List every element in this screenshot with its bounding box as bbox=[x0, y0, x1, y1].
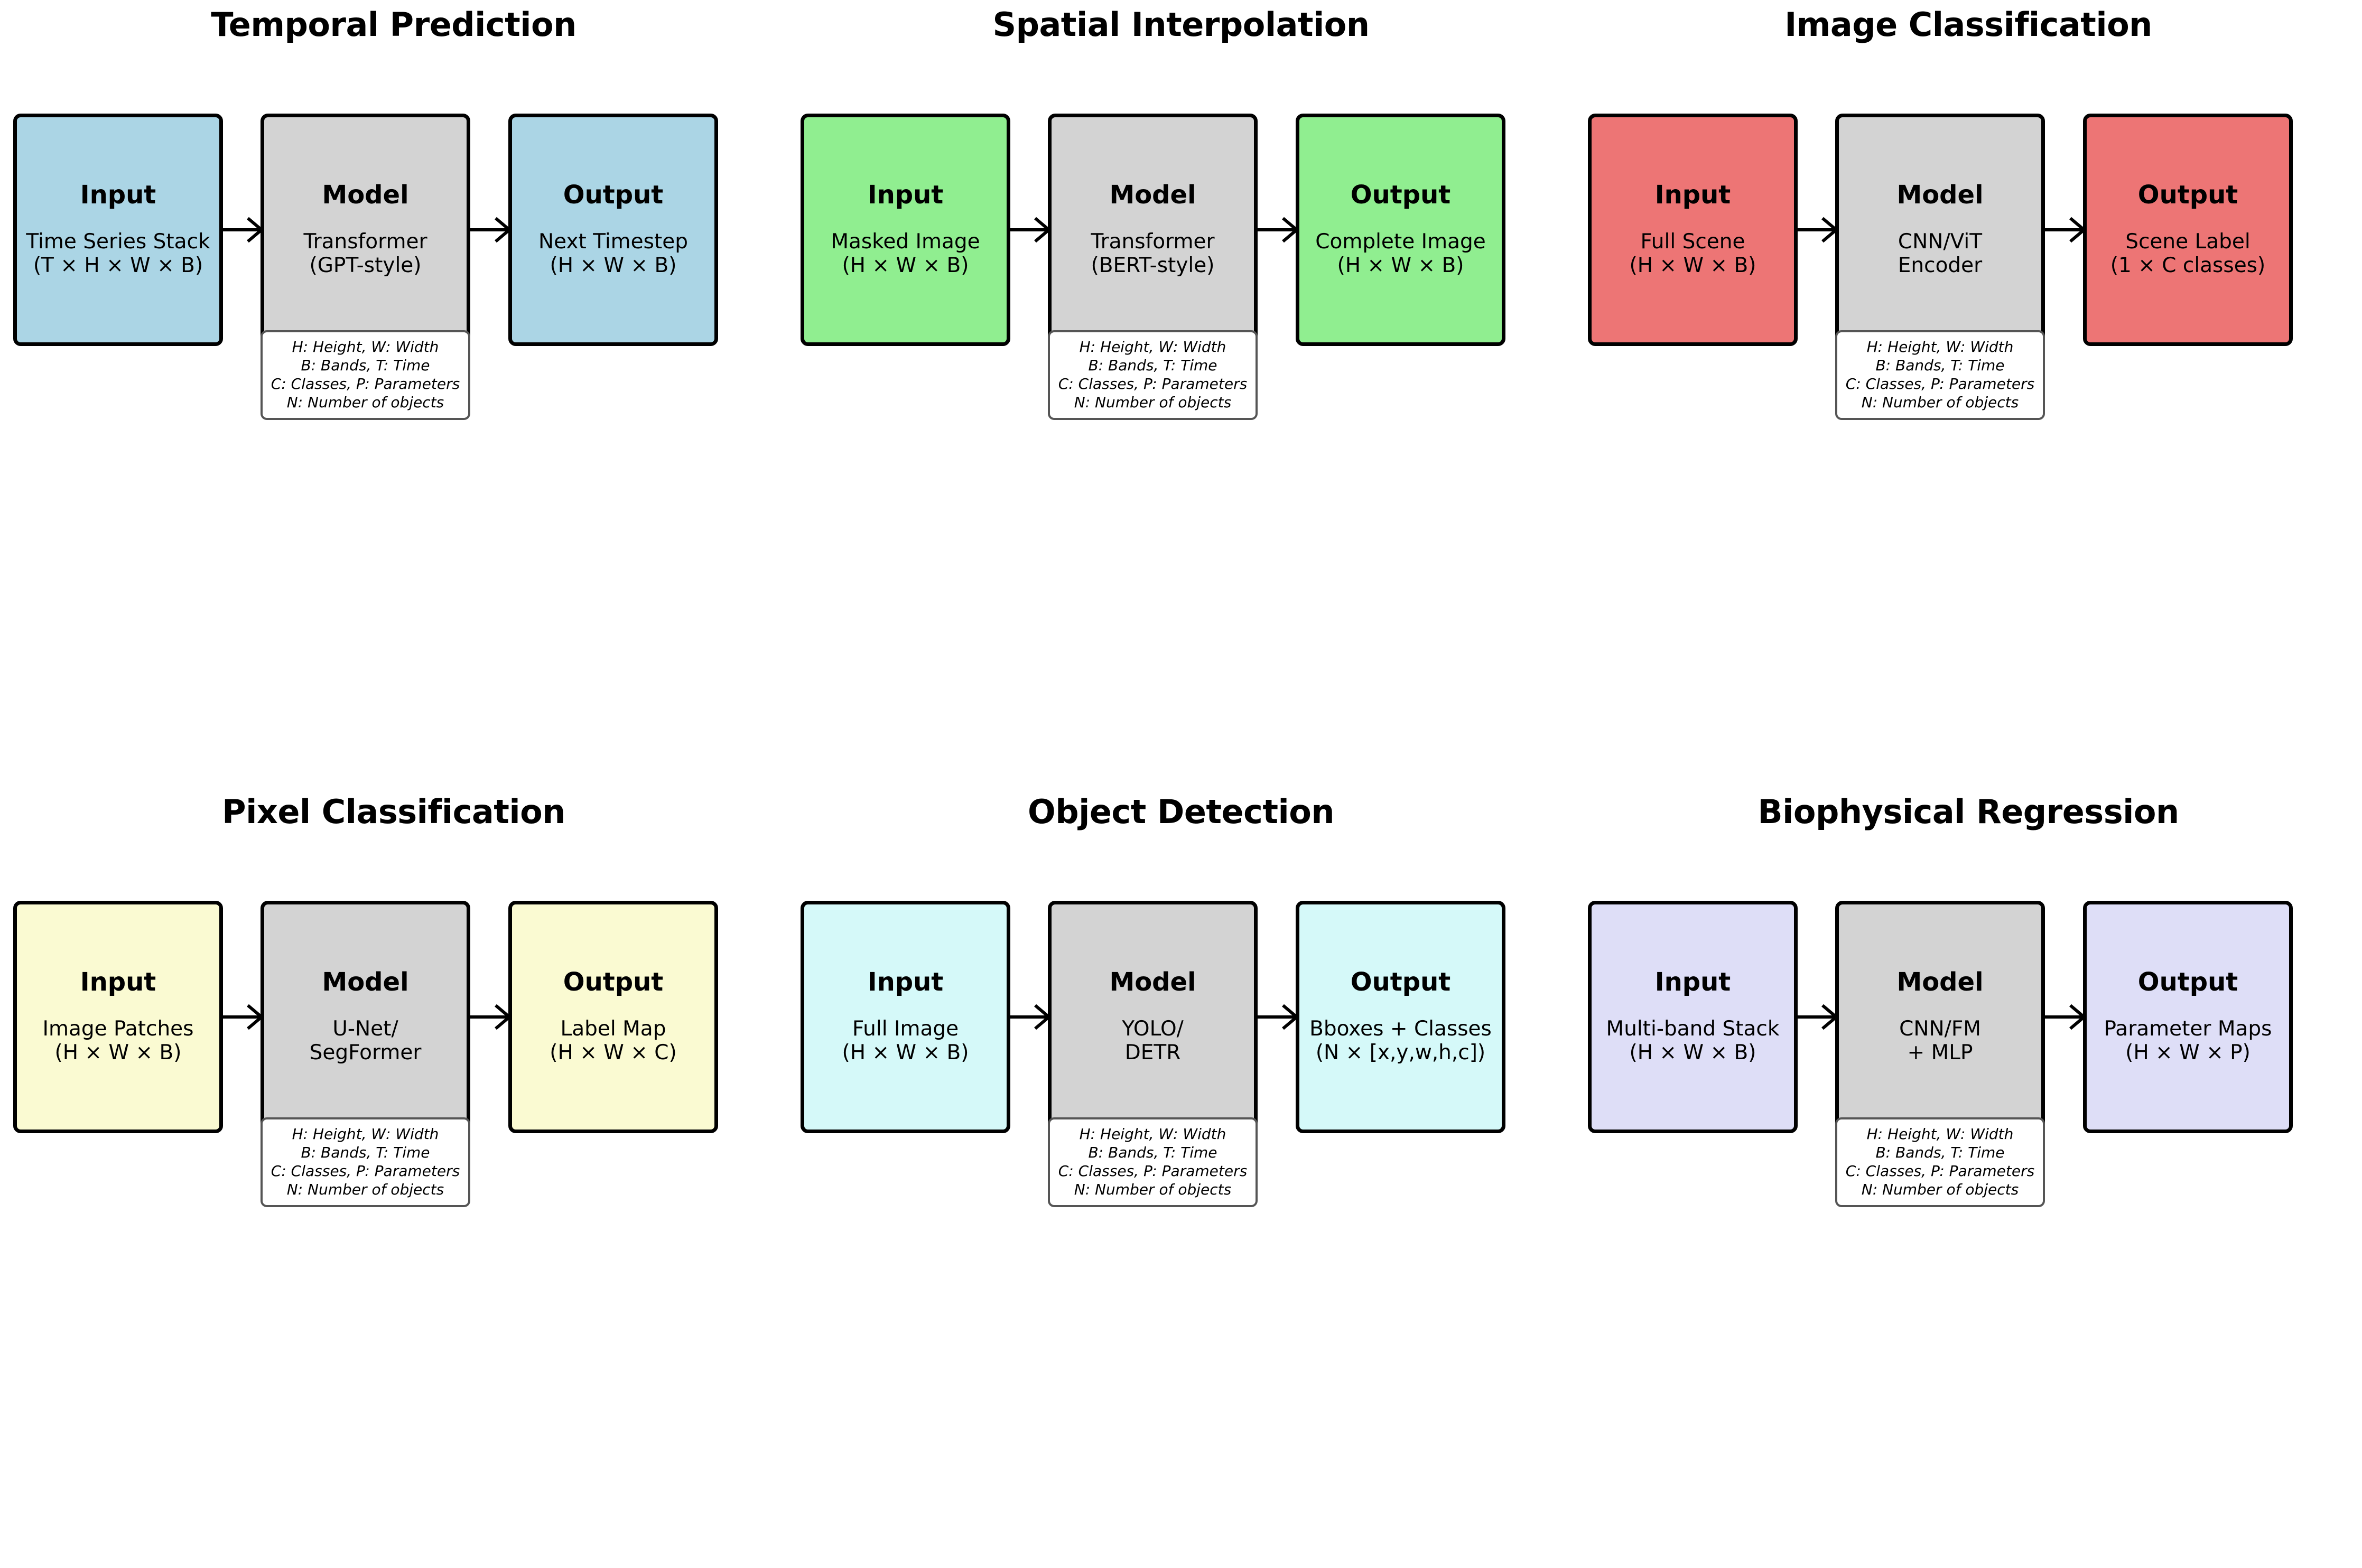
notation-legend: H: Height, W: Width B: Bands, T: Time C:… bbox=[1835, 330, 2045, 420]
pipeline-flow: Input Masked Image (H × W × B) Model Tra… bbox=[801, 114, 1535, 346]
model-node-subtitle: CNN/FM + MLP bbox=[1899, 1016, 1981, 1065]
output-node: Output Label Map (H × W × C) bbox=[508, 901, 718, 1133]
panel-title: Object Detection bbox=[1028, 792, 1334, 831]
arrow-model-to-output bbox=[1254, 1002, 1300, 1032]
arrow-model-to-output bbox=[2042, 215, 2087, 245]
panel-pixel-classification: Pixel Classification Input Image Patches… bbox=[0, 787, 787, 1568]
model-node-title: Model bbox=[1896, 180, 1984, 210]
arrow-input-to-model bbox=[219, 215, 265, 245]
panel-temporal-prediction: Temporal Prediction Input Time Series St… bbox=[0, 0, 787, 787]
arrow-model-to-output bbox=[1254, 215, 1300, 245]
input-node-title: Input bbox=[80, 967, 156, 997]
arrow-input-to-model bbox=[1794, 1002, 1839, 1032]
input-node: Input Masked Image (H × W × B) bbox=[801, 114, 1010, 346]
model-node-subtitle: CNN/ViT Encoder bbox=[1898, 229, 1983, 277]
pipeline-flow: Input Time Series Stack (T × H × W × B) … bbox=[13, 114, 748, 346]
output-node: Output Parameter Maps (H × W × P) bbox=[2083, 901, 2293, 1133]
panel-image-classification: Image Classification Input Full Scene (H… bbox=[1575, 0, 2362, 787]
panel-title: Spatial Interpolation bbox=[992, 5, 1370, 44]
arrow-model-to-output bbox=[467, 215, 513, 245]
output-node-title: Output bbox=[563, 967, 664, 997]
model-node-title: Model bbox=[322, 967, 409, 997]
notation-legend: H: Height, W: Width B: Bands, T: Time C:… bbox=[1835, 1117, 2045, 1207]
input-node-subtitle: Masked Image (H × W × B) bbox=[831, 229, 980, 277]
output-node-title: Output bbox=[1350, 180, 1451, 210]
panel-spatial-interpolation: Spatial Interpolation Input Masked Image… bbox=[787, 0, 1575, 787]
input-node: Input Full Scene (H × W × B) bbox=[1588, 114, 1798, 346]
input-node-title: Input bbox=[867, 967, 944, 997]
output-node-title: Output bbox=[2137, 180, 2238, 210]
model-node: Model Transformer (GPT-style) bbox=[261, 114, 470, 346]
panel-title: Temporal Prediction bbox=[211, 5, 576, 44]
model-node-subtitle: U-Net/ SegFormer bbox=[309, 1016, 422, 1065]
output-node-subtitle: Parameter Maps (H × W × P) bbox=[2104, 1016, 2272, 1065]
input-node: Input Image Patches (H × W × B) bbox=[13, 901, 223, 1133]
output-node-subtitle: Complete Image (H × W × B) bbox=[1315, 229, 1486, 277]
input-node-subtitle: Full Image (H × W × B) bbox=[842, 1016, 969, 1065]
model-node: Model CNN/FM + MLP bbox=[1835, 901, 2045, 1133]
panel-biophysical-regression: Biophysical Regression Input Multi-band … bbox=[1575, 787, 2362, 1568]
notation-legend: H: Height, W: Width B: Bands, T: Time C:… bbox=[1048, 1117, 1258, 1207]
model-node-title: Model bbox=[1896, 967, 1984, 997]
output-node-subtitle: Next Timestep (H × W × B) bbox=[538, 229, 689, 277]
panel-object-detection: Object Detection Input Full Image (H × W… bbox=[787, 787, 1575, 1568]
model-node: Model Transformer (BERT-style) bbox=[1048, 114, 1258, 346]
model-node: Model CNN/ViT Encoder bbox=[1835, 114, 2045, 346]
model-node-title: Model bbox=[1109, 180, 1196, 210]
input-node-subtitle: Multi-band Stack (H × W × B) bbox=[1606, 1016, 1780, 1065]
output-node: Output Bboxes + Classes (N × [x,y,w,h,c]… bbox=[1296, 901, 1505, 1133]
notation-legend: H: Height, W: Width B: Bands, T: Time C:… bbox=[1048, 330, 1258, 420]
pipeline-flow: Input Image Patches (H × W × B) Model U-… bbox=[13, 901, 748, 1133]
pipeline-flow: Input Full Scene (H × W × B) Model CNN/V… bbox=[1588, 114, 2322, 346]
output-node: Output Complete Image (H × W × B) bbox=[1296, 114, 1505, 346]
model-node-subtitle: YOLO/ DETR bbox=[1122, 1016, 1184, 1065]
output-node: Output Next Timestep (H × W × B) bbox=[508, 114, 718, 346]
model-node-title: Model bbox=[322, 180, 409, 210]
output-node-title: Output bbox=[563, 180, 664, 210]
input-node-title: Input bbox=[867, 180, 944, 210]
input-node: Input Multi-band Stack (H × W × B) bbox=[1588, 901, 1798, 1133]
notation-legend: H: Height, W: Width B: Bands, T: Time C:… bbox=[261, 1117, 470, 1207]
panel-title: Image Classification bbox=[1784, 5, 2152, 44]
model-node-subtitle: Transformer (BERT-style) bbox=[1091, 229, 1215, 277]
input-node-subtitle: Image Patches (H × W × B) bbox=[42, 1016, 194, 1065]
panel-title: Biophysical Regression bbox=[1757, 792, 2179, 831]
arrow-input-to-model bbox=[219, 1002, 265, 1032]
model-node: Model YOLO/ DETR bbox=[1048, 901, 1258, 1133]
arrow-input-to-model bbox=[1007, 1002, 1052, 1032]
arrow-model-to-output bbox=[2042, 1002, 2087, 1032]
output-node: Output Scene Label (1 × C classes) bbox=[2083, 114, 2293, 346]
input-node-subtitle: Full Scene (H × W × B) bbox=[1629, 229, 1756, 277]
output-node-subtitle: Bboxes + Classes (N × [x,y,w,h,c]) bbox=[1309, 1016, 1492, 1065]
model-node: Model U-Net/ SegFormer bbox=[261, 901, 470, 1133]
arrow-input-to-model bbox=[1007, 215, 1052, 245]
panel-title: Pixel Classification bbox=[222, 792, 565, 831]
output-node-title: Output bbox=[1350, 967, 1451, 997]
input-node-subtitle: Time Series Stack (T × H × W × B) bbox=[26, 229, 210, 277]
pipeline-flow: Input Multi-band Stack (H × W × B) Model… bbox=[1588, 901, 2322, 1133]
input-node: Input Time Series Stack (T × H × W × B) bbox=[13, 114, 223, 346]
arrow-input-to-model bbox=[1794, 215, 1839, 245]
input-node-title: Input bbox=[1654, 180, 1731, 210]
output-node-title: Output bbox=[2137, 967, 2238, 997]
model-node-title: Model bbox=[1109, 967, 1196, 997]
input-node: Input Full Image (H × W × B) bbox=[801, 901, 1010, 1133]
pipeline-flow: Input Full Image (H × W × B) Model YOLO/… bbox=[801, 901, 1535, 1133]
input-node-title: Input bbox=[80, 180, 156, 210]
input-node-title: Input bbox=[1654, 967, 1731, 997]
notation-legend: H: Height, W: Width B: Bands, T: Time C:… bbox=[261, 330, 470, 420]
output-node-subtitle: Label Map (H × W × C) bbox=[550, 1016, 677, 1065]
arrow-model-to-output bbox=[467, 1002, 513, 1032]
output-node-subtitle: Scene Label (1 × C classes) bbox=[2110, 229, 2266, 277]
model-node-subtitle: Transformer (GPT-style) bbox=[303, 229, 427, 277]
